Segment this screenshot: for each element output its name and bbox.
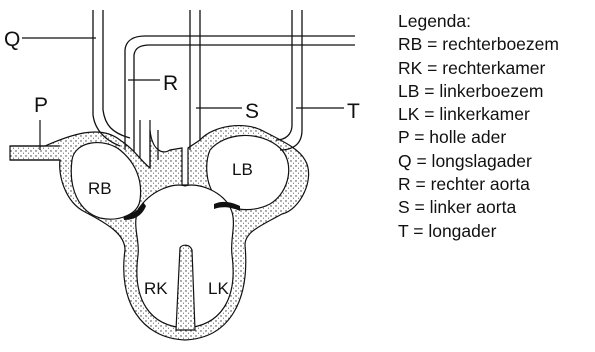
label-lb: LB bbox=[232, 160, 253, 179]
legend-item: LK = linkerkamer bbox=[398, 103, 559, 126]
label-rb: RB bbox=[88, 179, 112, 198]
label-t: T bbox=[347, 100, 360, 123]
label-q: Q bbox=[4, 28, 20, 51]
left-aorta-tube bbox=[190, 10, 200, 150]
label-s: S bbox=[245, 100, 259, 123]
legend: Legenda: RB = rechterboezem RK = rechter… bbox=[398, 10, 559, 243]
label-lk: LK bbox=[208, 279, 229, 298]
pulmonary-vein-tube bbox=[276, 10, 302, 150]
legend-item: R = rechter aorta bbox=[398, 173, 559, 196]
legend-item: P = holle ader bbox=[398, 126, 559, 149]
label-r: R bbox=[163, 72, 178, 95]
legend-item: Q = longslagader bbox=[398, 150, 559, 173]
legend-item: LB = linkerboezem bbox=[398, 80, 559, 103]
legend-item: RK = rechterkamer bbox=[398, 57, 559, 80]
legend-item: RB = rechterboezem bbox=[398, 33, 559, 56]
label-p: P bbox=[34, 94, 48, 117]
legend-item: S = linker aorta bbox=[398, 196, 559, 219]
legend-item: T = longader bbox=[398, 220, 559, 243]
legend-title: Legenda: bbox=[398, 10, 559, 33]
label-rk: RK bbox=[144, 279, 168, 298]
